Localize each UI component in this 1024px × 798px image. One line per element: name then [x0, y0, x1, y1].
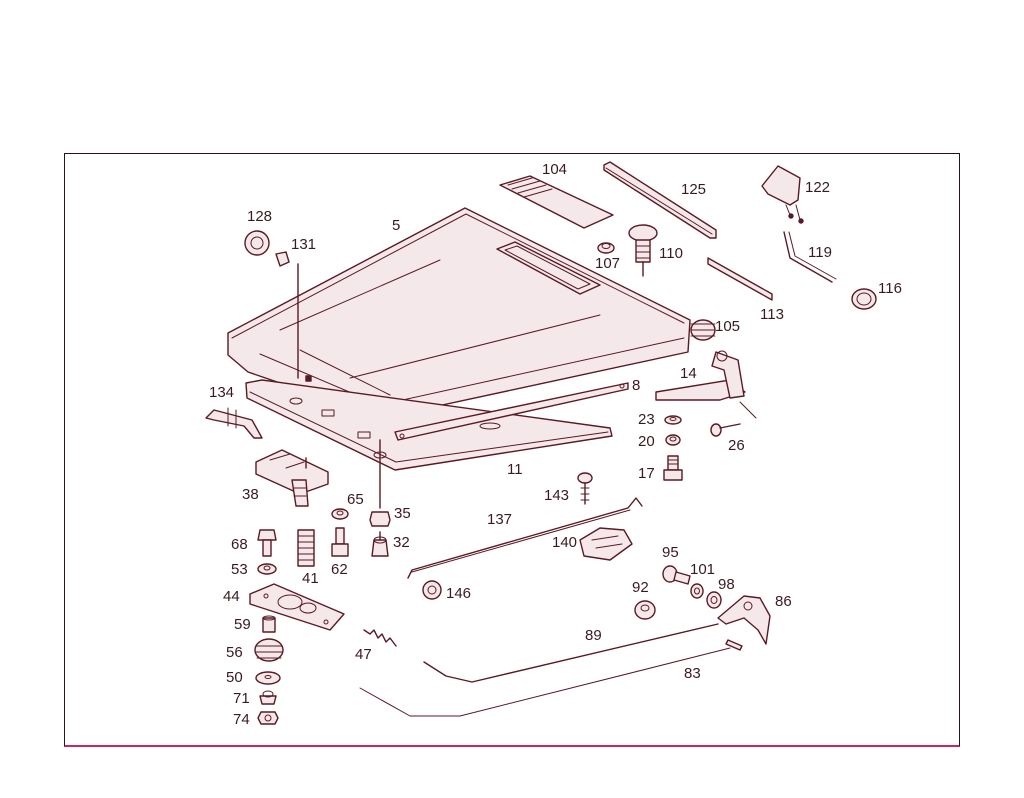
label-92: 92 — [632, 579, 649, 596]
screw-143 — [577, 472, 593, 505]
label-44: 44 — [223, 588, 240, 605]
lock-washer-20 — [665, 434, 681, 446]
label-113: 113 — [760, 306, 784, 323]
label-137: 137 — [487, 511, 513, 528]
rubber-mount-56 — [254, 638, 284, 662]
label-5: 5 — [392, 217, 401, 234]
label-146: 146 — [446, 585, 472, 602]
washer-98 — [706, 591, 722, 609]
washer-hose — [783, 231, 833, 283]
label-62: 62 — [331, 561, 348, 578]
plug-32 — [371, 531, 389, 557]
bumper-stop — [628, 224, 658, 277]
label-131: 131 — [291, 236, 317, 253]
rivet-clip — [275, 251, 299, 379]
bushing-92 — [634, 600, 656, 620]
label-101: 101 — [690, 561, 716, 578]
screw-26 — [710, 423, 741, 437]
label-89: 89 — [585, 627, 602, 644]
washer-50 — [255, 671, 281, 685]
label-47: 47 — [355, 646, 372, 663]
label-110: 110 — [659, 245, 683, 262]
nut-35 — [369, 511, 391, 527]
label-105: 105 — [715, 318, 741, 335]
label-8: 8 — [632, 377, 641, 394]
bracket — [205, 407, 263, 439]
label-86: 86 — [775, 593, 792, 610]
release-cable — [423, 623, 719, 683]
hose-clip — [851, 288, 877, 310]
label-38: 38 — [242, 486, 259, 503]
spring-65 — [331, 508, 349, 520]
bolt-17 — [663, 455, 683, 481]
mounting-plate — [249, 583, 345, 631]
nut-74 — [257, 711, 279, 725]
label-116: 116 — [878, 280, 902, 297]
cable-83 — [359, 647, 731, 717]
label-59: 59 — [234, 616, 251, 633]
label-143: 143 — [544, 487, 570, 504]
label-134: 134 — [209, 384, 235, 401]
label-104: 104 — [542, 161, 568, 178]
label-95: 95 — [662, 544, 679, 561]
label-50: 50 — [226, 669, 243, 686]
hinge — [655, 350, 757, 419]
label-53: 53 — [231, 561, 248, 578]
washer-nozzle — [761, 165, 804, 224]
label-107: 107 — [595, 255, 621, 272]
label-14: 14 — [680, 365, 697, 382]
label-71: 71 — [233, 690, 250, 707]
label-26: 26 — [728, 437, 745, 454]
washer-23 — [664, 415, 682, 425]
label-56: 56 — [226, 644, 243, 661]
vent-grille — [499, 175, 614, 229]
label-122: 122 — [805, 179, 831, 196]
label-23: 23 — [638, 411, 655, 428]
label-20: 20 — [638, 433, 655, 450]
sleeve-59 — [262, 615, 276, 633]
hood-panel — [227, 207, 691, 419]
bolt-95 — [662, 565, 691, 585]
seal-strip-lower — [707, 257, 773, 301]
washer-53 — [257, 563, 277, 575]
label-41: 41 — [302, 570, 319, 587]
label-11: 11 — [507, 461, 523, 478]
pin-83 — [725, 639, 743, 651]
grommet — [244, 230, 270, 256]
washer-71 — [259, 690, 277, 705]
bolt-62 — [331, 527, 349, 557]
label-119: 119 — [808, 244, 832, 261]
release-rod — [407, 497, 643, 579]
spring-41 — [297, 529, 315, 567]
label-98: 98 — [718, 576, 735, 593]
label-125: 125 — [681, 181, 707, 198]
clip-140 — [579, 527, 633, 561]
spring-buffer — [690, 319, 716, 341]
seal-strip — [603, 161, 717, 239]
bolt-68 — [257, 529, 277, 557]
rubber-buffer — [597, 242, 615, 254]
diagram-frame — [64, 153, 960, 747]
label-17: 17 — [638, 465, 655, 482]
washer-101 — [690, 583, 704, 599]
label-74: 74 — [233, 711, 250, 728]
label-32: 32 — [393, 534, 410, 551]
trim-strip — [394, 382, 629, 441]
label-140: 140 — [552, 534, 578, 551]
release-handle — [717, 595, 771, 645]
spring-47 — [363, 629, 397, 647]
label-128: 128 — [247, 208, 273, 225]
label-65: 65 — [347, 491, 364, 508]
label-68: 68 — [231, 536, 248, 553]
grommet-146 — [422, 580, 442, 600]
hood-lock — [255, 449, 329, 507]
label-83: 83 — [684, 665, 701, 682]
label-35: 35 — [394, 505, 411, 522]
